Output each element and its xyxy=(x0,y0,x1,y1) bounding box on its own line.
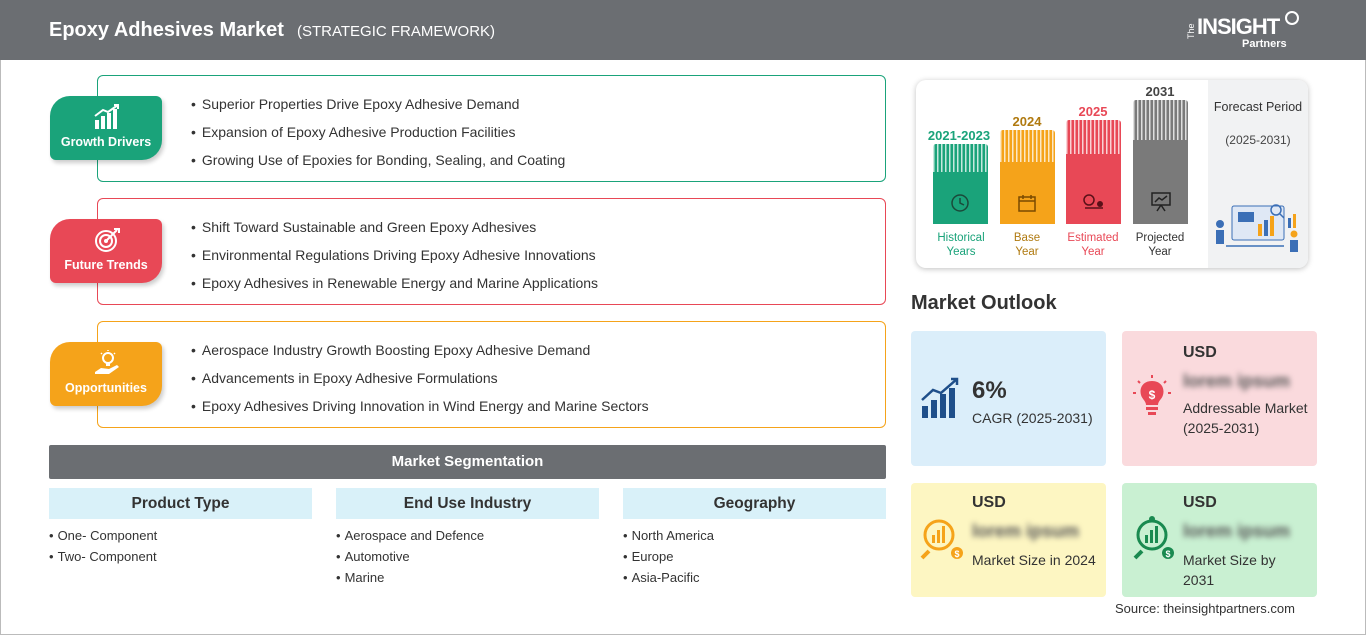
dollar-lightbulb-icon: $ xyxy=(1133,375,1171,415)
segment-heading: End Use Industry xyxy=(336,488,599,519)
opportunities-card: Aerospace Industry Growth Boosting Epoxy… xyxy=(97,321,886,428)
list-item: Shift Toward Sustainable and Green Epoxy… xyxy=(191,218,598,246)
list-item: Automotive xyxy=(336,547,599,568)
svg-text:$: $ xyxy=(1149,388,1156,402)
cagr-value: 6% xyxy=(972,377,1007,404)
bar-chart-growth-icon xyxy=(94,104,119,129)
logo-partners-text: Partners xyxy=(1242,38,1287,50)
insight-partners-logo: The INSIGHT Partners xyxy=(1186,11,1306,53)
segment-end-use-industry: End Use Industry Aerospace and Defence A… xyxy=(336,488,599,589)
opportunities-label: Opportunities xyxy=(65,381,147,395)
future-trends-list: Shift Toward Sustainable and Green Epoxy… xyxy=(191,218,598,302)
list-item: Advancements in Epoxy Adhesive Formulati… xyxy=(191,369,649,397)
addressable-value-blurred: lorem ipsum xyxy=(1183,371,1291,391)
calendar-icon xyxy=(1018,195,1036,212)
list-item: Aerospace and Defence xyxy=(336,526,599,547)
list-item: Epoxy Adhesives Driving Innovation in Wi… xyxy=(191,397,649,425)
estimate-gears-icon xyxy=(1083,194,1103,209)
opportunities-badge: Opportunities xyxy=(50,342,162,406)
forecast-period-title: Forecast Period xyxy=(1213,100,1303,114)
addressable-usd-label: USD xyxy=(1183,344,1217,361)
base-year-bar xyxy=(1000,130,1055,224)
magnifier-chart-icon: $ xyxy=(920,519,963,560)
future-trends-label: Future Trends xyxy=(64,258,148,272)
list-item: Epoxy Adhesives in Renewable Energy and … xyxy=(191,274,598,302)
list-item: Aerospace Industry Growth Boosting Epoxy… xyxy=(191,341,649,369)
addressable-market-card: USD lorem ipsum $ Addressable Market (20… xyxy=(1122,331,1317,466)
list-item: Expansion of Epoxy Adhesive Production F… xyxy=(191,123,565,151)
historical-label: Historical Years xyxy=(937,232,985,258)
projected-year-label: Projected Year xyxy=(1135,232,1185,258)
list-item: North America xyxy=(623,526,886,547)
size-2031-label: Market Size by 2031 xyxy=(1183,552,1276,588)
projected-year-bar xyxy=(1133,100,1188,224)
market-outlook-title: Market Outlook xyxy=(911,292,1057,314)
opportunities-list: Aerospace Industry Growth Boosting Epoxy… xyxy=(191,341,649,425)
list-item: Growing Use of Epoxies for Bonding, Seal… xyxy=(191,151,565,179)
future-trends-card: Shift Toward Sustainable and Green Epoxy… xyxy=(97,198,886,305)
market-segmentation-header: Market Segmentation xyxy=(49,445,886,479)
list-item: Superior Properties Drive Epoxy Adhesive… xyxy=(191,95,565,123)
forecast-period-range: (2025-2031) xyxy=(1225,133,1291,147)
segment-heading: Product Type xyxy=(49,488,312,519)
page-title: Epoxy Adhesives Market xyxy=(49,19,284,41)
hand-lightbulb-icon xyxy=(95,350,119,374)
logo-insight-text: INSIGHT xyxy=(1197,14,1280,39)
segment-product-type: Product Type One- Component Two- Compone… xyxy=(49,488,312,568)
analytics-people-illustration-icon xyxy=(1216,204,1298,252)
future-trends-badge: Future Trends xyxy=(50,219,162,283)
segment-heading: Geography xyxy=(623,488,886,519)
presentation-board-icon xyxy=(1151,192,1171,212)
list-item: One- Component xyxy=(49,526,312,547)
history-clock-icon xyxy=(951,194,969,212)
size-2024-usd-label: USD xyxy=(972,494,1006,511)
growth-chart-icon xyxy=(921,377,959,418)
magnifier-chart-icon: $ xyxy=(1133,516,1174,560)
logo-the-text: The xyxy=(1186,23,1196,39)
list-item: Environmental Regulations Driving Epoxy … xyxy=(191,246,598,274)
addressable-market-label: Addressable Market (2025-2031) xyxy=(1183,400,1308,436)
growth-drivers-card: Superior Properties Drive Epoxy Adhesive… xyxy=(97,75,886,182)
segment-list: Aerospace and Defence Automotive Marine xyxy=(336,526,599,589)
source-credit: Source: theinsightpartners.com xyxy=(1115,601,1295,616)
growth-drivers-list: Superior Properties Drive Epoxy Adhesive… xyxy=(191,95,565,179)
segment-list: North America Europe Asia-Pacific xyxy=(623,526,886,589)
list-item: Asia-Pacific xyxy=(623,568,886,589)
header-bar: Epoxy Adhesives Market (STRATEGIC FRAMEW… xyxy=(0,0,1366,60)
estimated-year-label: Estimated Year xyxy=(1067,232,1119,258)
logo-ring-icon xyxy=(1285,11,1299,25)
historical-bar xyxy=(933,144,988,224)
market-size-2031-card: USD lorem ipsum $ Market Size by 2031 xyxy=(1122,483,1317,597)
timeline-panel: 2021-2023 Historical Years 2024 Base Yea… xyxy=(916,80,1308,268)
growth-drivers-badge: Growth Drivers xyxy=(50,96,162,160)
size-2024-label: Market Size in 2024 xyxy=(972,552,1096,568)
list-item: Two- Component xyxy=(49,547,312,568)
estimated-year-bar xyxy=(1066,120,1121,224)
page-subtitle: (STRATEGIC FRAMEWORK) xyxy=(297,23,496,40)
size-2031-value-blurred: lorem ipsum xyxy=(1183,521,1291,541)
growth-drivers-label: Growth Drivers xyxy=(60,135,152,149)
list-item: Europe xyxy=(623,547,886,568)
size-2031-usd-label: USD xyxy=(1183,494,1217,511)
base-year-label: Base Year xyxy=(1013,232,1041,258)
list-item: Marine xyxy=(336,568,599,589)
segment-list: One- Component Two- Component xyxy=(49,526,312,568)
cagr-card: 6% CAGR (2025-2031) xyxy=(911,331,1106,466)
target-icon xyxy=(95,228,120,252)
estimated-year-value: 2025 xyxy=(1078,104,1108,119)
svg-text:$: $ xyxy=(954,549,959,559)
projected-year-value: 2031 xyxy=(1145,84,1175,99)
svg-text:$: $ xyxy=(1165,549,1170,559)
market-size-2024-card: USD lorem ipsum $ Market Size in 2024 xyxy=(911,483,1106,597)
base-year-value: 2024 xyxy=(1012,114,1042,129)
segment-geography: Geography North America Europe Asia-Paci… xyxy=(623,488,886,589)
historical-years-value: 2021-2023 xyxy=(927,128,991,143)
size-2024-value-blurred: lorem ipsum xyxy=(972,521,1080,541)
cagr-label: CAGR (2025-2031) xyxy=(972,410,1093,426)
